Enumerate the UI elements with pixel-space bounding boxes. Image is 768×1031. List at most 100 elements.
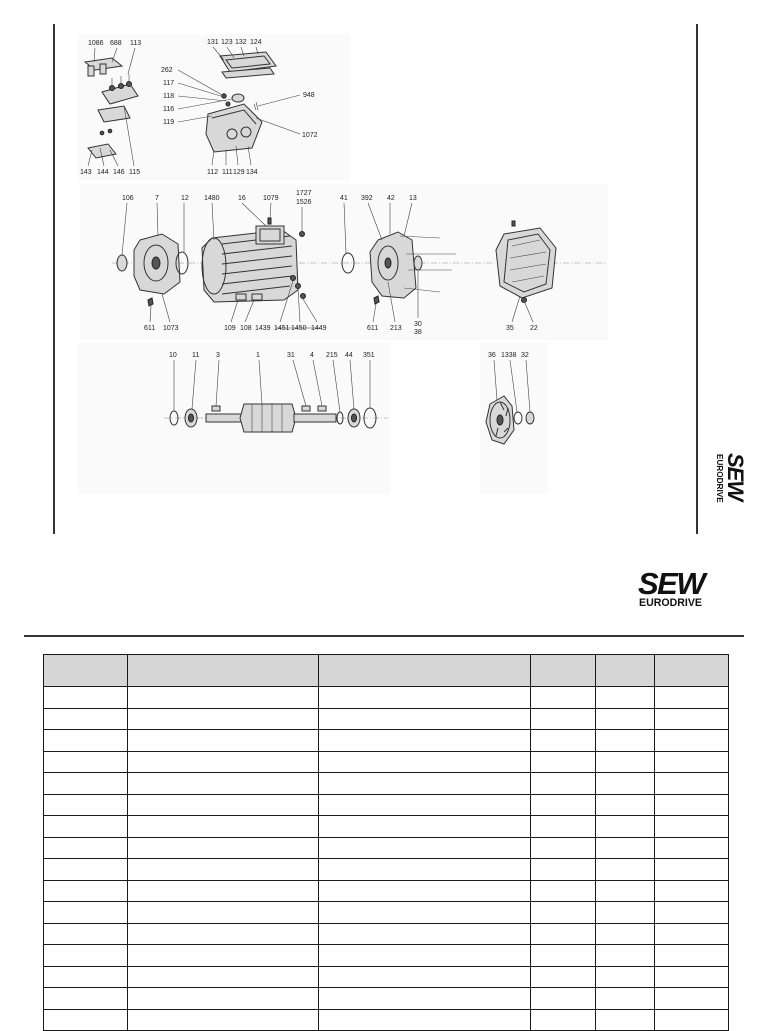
table-cell	[530, 772, 596, 795]
table-cell	[654, 879, 729, 902]
callout: 688	[110, 40, 122, 47]
callout: 1086	[88, 40, 104, 47]
table-cell	[127, 944, 319, 967]
table-cell	[318, 922, 531, 945]
header-cell	[654, 654, 729, 687]
table-cell	[318, 965, 531, 988]
table-cell	[43, 793, 128, 816]
exploded-view-diagram: 1086 688 113 143 144 146 115 131 123 132…	[80, 39, 606, 445]
table-row	[43, 686, 729, 709]
callout: 116	[163, 106, 174, 113]
callout: 11	[192, 352, 199, 359]
table-cell	[654, 944, 729, 967]
table-cell	[595, 1008, 655, 1031]
terminal-box-labels: 1086 688 113 143 144 146 115 131 123 132…	[80, 39, 318, 176]
table-row	[43, 707, 729, 730]
header-cell	[127, 654, 319, 687]
table-cell	[127, 772, 319, 795]
table-cell	[318, 858, 531, 881]
table-cell	[530, 836, 596, 859]
terminal-box-parts	[83, 46, 301, 167]
callout: 41	[340, 195, 348, 202]
table-cell	[654, 686, 729, 709]
table-row	[43, 879, 729, 902]
fan-guard-labels: 35 22	[506, 325, 538, 332]
table-row	[43, 729, 729, 752]
callout: 111	[222, 169, 233, 176]
header-cell	[530, 654, 596, 687]
callout: 1727	[296, 190, 312, 197]
table-cell	[43, 772, 128, 795]
table-body	[43, 686, 729, 1031]
callout: 117	[163, 80, 174, 87]
table-cell	[127, 987, 319, 1010]
callout: 129	[233, 169, 245, 176]
table-cell	[43, 901, 128, 924]
table-cell	[127, 686, 319, 709]
side-logo-wordmark: SEW	[723, 453, 748, 503]
parts-table	[43, 654, 729, 1031]
callout: 12	[181, 195, 189, 202]
callout: 611	[367, 325, 378, 332]
table-cell	[530, 1008, 596, 1031]
table-cell	[127, 750, 319, 773]
table-cell	[530, 965, 596, 988]
rotor-labels: 10 11 3 1 31 4 215 44 351	[169, 352, 375, 359]
table-cell	[654, 965, 729, 988]
table-cell	[318, 836, 531, 859]
table-cell	[654, 707, 729, 730]
table-cell	[530, 879, 596, 902]
callout: 144	[97, 169, 109, 176]
table-cell	[530, 815, 596, 838]
table-cell	[43, 686, 128, 709]
table-row	[43, 901, 729, 924]
callout: 32	[521, 352, 529, 359]
table-row	[43, 836, 729, 859]
stator-labels: 106 7 12 1480 16 1079 1727 1526 611 1073…	[122, 190, 327, 332]
table-cell	[318, 987, 531, 1010]
table-cell	[318, 815, 531, 838]
brand-logo: SEW EURODRIVE	[638, 566, 710, 608]
table-cell	[530, 750, 596, 773]
callout: 1480	[204, 195, 220, 202]
table-cell	[654, 836, 729, 859]
table-cell	[43, 707, 128, 730]
section-divider	[24, 635, 744, 637]
callout: 1526	[296, 199, 312, 206]
table-cell	[530, 944, 596, 967]
header-cell	[318, 654, 531, 687]
table-cell	[43, 987, 128, 1010]
table-row	[43, 944, 729, 967]
table-cell	[43, 729, 128, 752]
callout: 1073	[163, 325, 179, 332]
table-cell	[127, 707, 319, 730]
table-cell	[654, 729, 729, 752]
table-cell	[595, 815, 655, 838]
callout: 1338	[501, 352, 517, 359]
callout: 10	[169, 352, 177, 359]
table-cell	[595, 879, 655, 902]
table-cell	[595, 836, 655, 859]
callout: 132	[235, 39, 247, 46]
callout: 1451	[274, 325, 290, 332]
callout: 948	[303, 92, 315, 99]
callout: 16	[238, 195, 246, 202]
fan-parts	[485, 359, 535, 445]
table-cell	[43, 815, 128, 838]
table-cell	[43, 922, 128, 945]
table-cell	[127, 815, 319, 838]
table-cell	[595, 922, 655, 945]
callout: 113	[130, 40, 141, 47]
table-cell	[127, 793, 319, 816]
callout: 7	[155, 195, 159, 202]
callout: 1	[256, 352, 260, 359]
callout: 262	[161, 67, 173, 74]
table-cell	[595, 686, 655, 709]
table-row	[43, 858, 729, 881]
table-cell	[530, 901, 596, 924]
table-cell	[318, 772, 531, 795]
table-cell	[318, 944, 531, 967]
table-cell	[127, 922, 319, 945]
callout: 1439	[255, 325, 271, 332]
table-cell	[318, 750, 531, 773]
